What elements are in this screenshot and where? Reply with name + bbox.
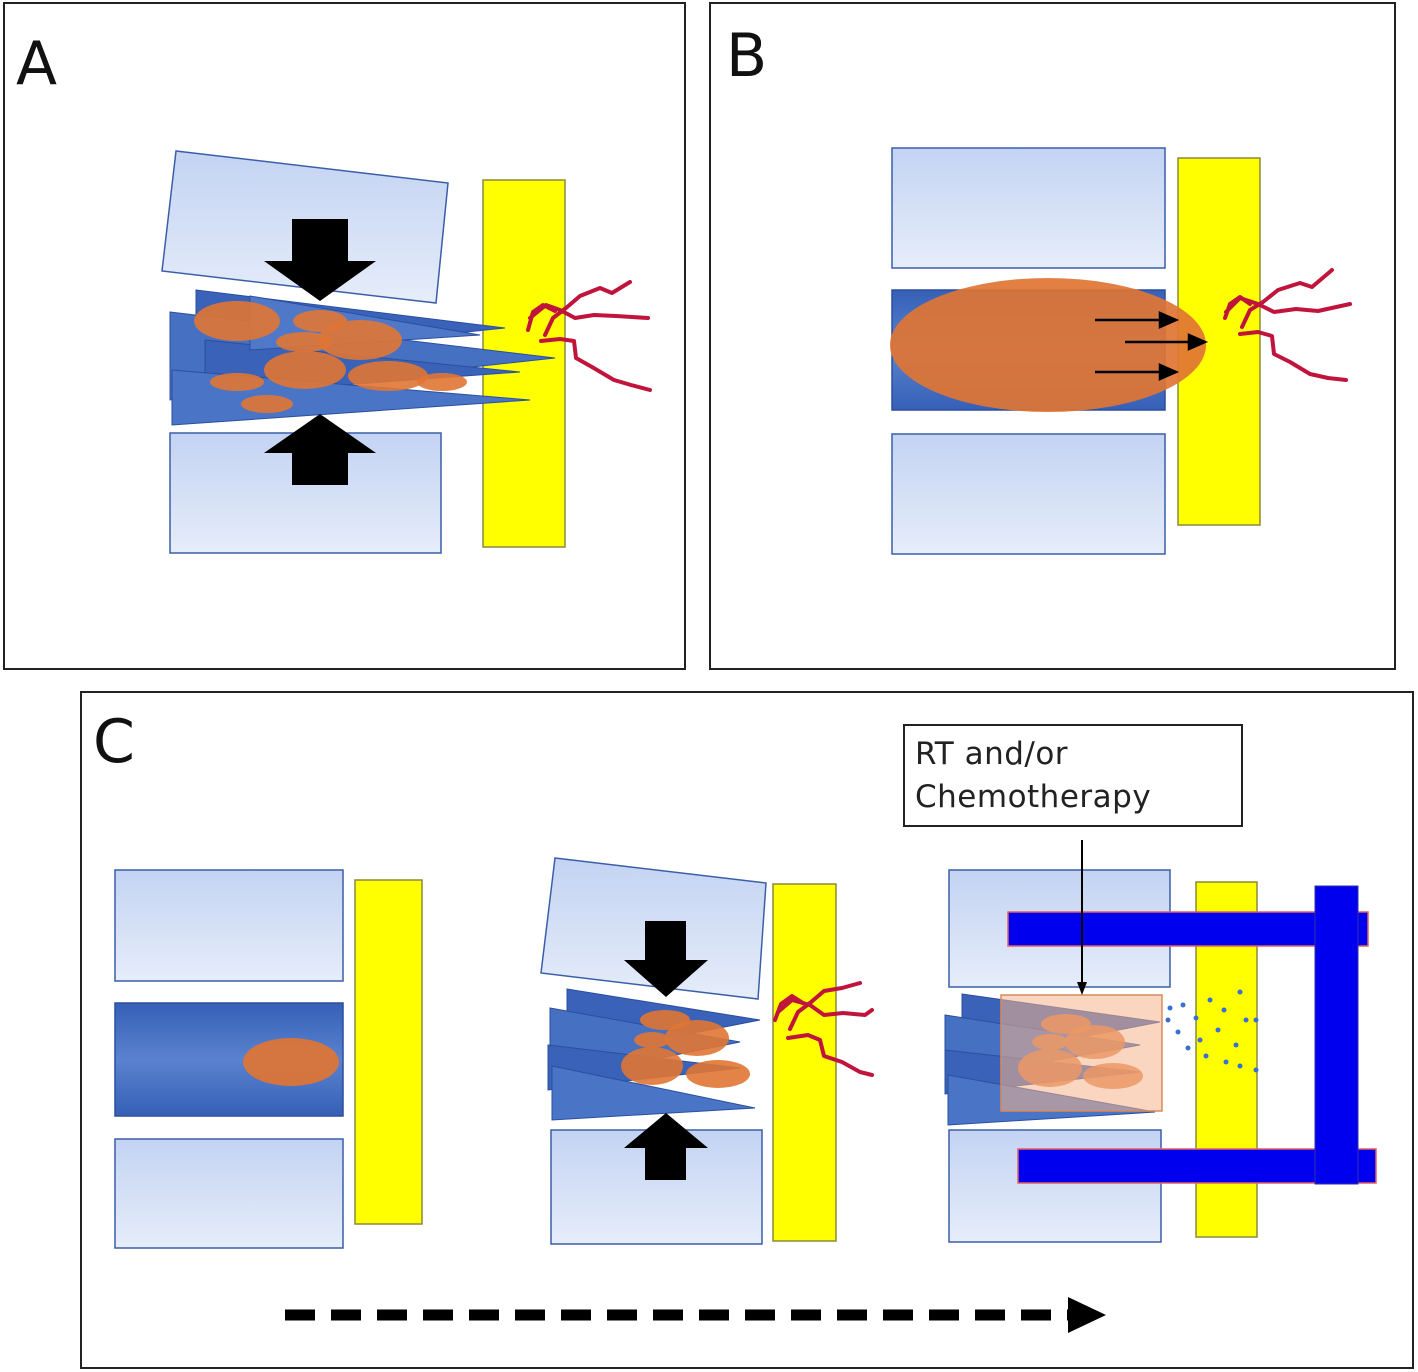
- upper-vertebra: [114, 869, 344, 982]
- panel-b-letter: B: [726, 21, 767, 91]
- compression-arrow-icon: [624, 921, 708, 997]
- nerve-roots: [1223, 268, 1352, 382]
- spinal-cord: [772, 883, 837, 1242]
- panel-c-letter: C: [93, 707, 135, 777]
- progression-arrow-icon: [285, 1297, 1106, 1333]
- lower-vertebra: [948, 1129, 1162, 1243]
- panel-c: C: [80, 691, 1414, 1369]
- tumor-fragments: [194, 301, 467, 413]
- fixation-hardware: [1007, 885, 1377, 1185]
- tumor-mass: [890, 278, 1206, 412]
- lower-vertebra: [891, 433, 1166, 555]
- panel-a: A: [3, 2, 686, 670]
- panel-b: B: [709, 2, 1396, 670]
- upper-vertebra: [891, 147, 1166, 269]
- lower-vertebra: [114, 1138, 344, 1249]
- stage-treatment: RT and/or Chemotherapy: [903, 724, 1377, 1243]
- upper-screw: [1007, 911, 1369, 947]
- nerve-roots: [526, 280, 652, 392]
- label-pointer-head: [1077, 982, 1087, 995]
- compression-arrow-icon: [264, 219, 376, 301]
- treatment-label-line1: RT and/or: [915, 736, 1068, 772]
- treatment-label-line2: Chemotherapy: [915, 779, 1151, 815]
- stage-early: [114, 869, 423, 1249]
- tumor-fragments: [621, 1010, 750, 1088]
- dispersed-cells: [1165, 989, 1259, 1073]
- compression-arrow-icon: [264, 414, 376, 485]
- extension-arrow-icon: [1095, 311, 1209, 381]
- stage-collapse: [540, 857, 874, 1245]
- compression-arrow-icon: [624, 1113, 708, 1180]
- small-tumor: [243, 1038, 339, 1086]
- treatment-label-box: [903, 724, 1243, 827]
- treatment-field: [1000, 994, 1163, 1112]
- panel-a-letter: A: [16, 29, 57, 99]
- fixation-rod: [1314, 885, 1359, 1185]
- spinal-cord: [354, 879, 423, 1225]
- nerve-roots: [773, 981, 874, 1077]
